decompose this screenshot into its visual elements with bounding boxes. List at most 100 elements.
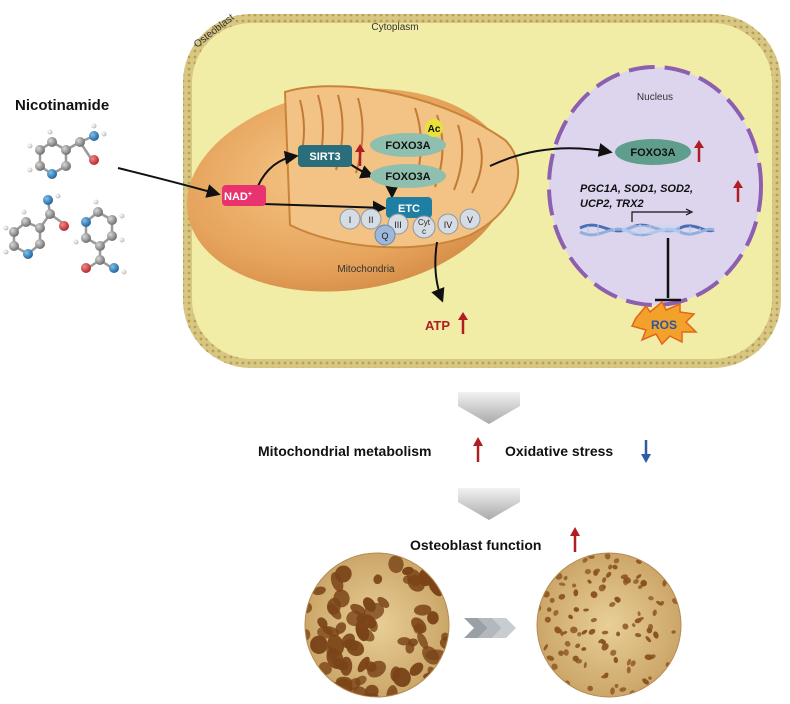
mito-metabolism-up-arrow [473, 437, 483, 462]
complex-q [374, 224, 396, 246]
flow-chevron-2 [458, 488, 520, 520]
bone-pore [352, 686, 369, 697]
bone-pore [563, 649, 569, 656]
ros-burst [630, 300, 698, 346]
foxo3a-nuclear [615, 139, 691, 165]
sirt3-label: SIRT3 [309, 151, 340, 163]
bone-pore [610, 687, 615, 695]
complex-q-label: Q [381, 231, 388, 241]
oxidative-stress-label: Oxidative stress [505, 443, 613, 459]
flow-chevron-1 [458, 392, 520, 424]
bone-pore [645, 636, 652, 643]
cytoplasm-label: Cytoplasm [371, 22, 418, 33]
bone-pore [601, 630, 609, 635]
bone-pore [626, 658, 632, 666]
bone-pore [562, 631, 568, 635]
bone-pore [584, 568, 591, 575]
foxo3a-nucleus-label: FOXO3A [630, 147, 675, 159]
bone-pore [531, 615, 537, 621]
complex-2 [360, 208, 382, 230]
complex-5-label: V [467, 215, 473, 225]
ac-label: Ac [428, 124, 441, 135]
bone-pore [427, 611, 439, 625]
bone-pore [428, 580, 443, 597]
bone-pore [581, 629, 588, 635]
etc-complexes: I II III Q Cyt c IV V [339, 208, 481, 246]
bone-pore [631, 623, 636, 627]
bone-pore [605, 571, 612, 578]
bone-pore [405, 642, 415, 654]
bone-pore [613, 558, 620, 564]
bone-pore [357, 656, 370, 673]
bone-pore [630, 660, 636, 667]
etc-box [386, 197, 432, 218]
bone-pore [568, 614, 574, 620]
bone-dense [531, 552, 689, 698]
bone-pore [397, 637, 411, 646]
nad-label: NAD+ [224, 191, 252, 203]
bone-pore [588, 628, 596, 635]
bone-pore [642, 678, 650, 685]
bone-pore [326, 647, 344, 669]
bone-pore [553, 609, 559, 616]
bone-pore [612, 564, 618, 570]
bone-pore [601, 577, 607, 583]
bone-pore [554, 626, 562, 634]
osteoblast-function-up-arrow [570, 527, 580, 552]
bone-pore [613, 657, 619, 664]
bone-pore [622, 623, 629, 630]
bone-pore [681, 617, 689, 623]
bone-pore [388, 555, 404, 574]
pathway-arrows [117, 143, 613, 303]
mitochondria-label: Mitochondria [337, 264, 395, 275]
bone-pore [409, 662, 424, 676]
dna-helix [579, 208, 715, 237]
bone-pore [317, 617, 328, 629]
bone-pore [619, 687, 627, 692]
complex-1-label: I [349, 215, 352, 225]
bone-pore [590, 618, 597, 623]
bone-pore [544, 616, 551, 623]
bone-pore [558, 582, 566, 586]
bone-pore [573, 607, 580, 612]
bone-porous [304, 552, 450, 698]
bone-pore [411, 617, 427, 634]
bone-pore [310, 635, 328, 654]
bone-pore [577, 632, 582, 637]
nicotinamide-molecule-1 [27, 123, 107, 179]
bone-pore [407, 574, 425, 592]
bone-pore [633, 579, 639, 584]
arrow-nad-to-sirt3 [257, 150, 299, 187]
bone-pore [364, 684, 379, 697]
complex-4 [437, 213, 459, 235]
bone-pore [644, 654, 653, 661]
complex-c-label: c [422, 227, 426, 236]
atp-label: ATP [425, 318, 450, 333]
osteoblast-function-label: Osteoblast function [410, 537, 541, 553]
complex-2-label: II [368, 215, 373, 225]
arrow-to-nucleus-foxo3a [489, 143, 613, 167]
arrow-nicotinamide-to-nad [117, 167, 221, 198]
bone-pore [626, 666, 631, 674]
arrow-etc-to-atp [431, 241, 445, 303]
bone-pore [390, 666, 401, 682]
bone-pore [417, 632, 429, 649]
bone-pore [637, 584, 643, 589]
acetyl-group [425, 119, 443, 137]
nicotinamide-label: Nicotinamide [15, 97, 109, 114]
bone-pore [355, 675, 367, 686]
bone-pore [335, 622, 347, 634]
bone-pore [563, 575, 568, 581]
complex-5 [459, 208, 481, 230]
arrow-nad-to-etc [263, 200, 387, 215]
complex-3-label: III [394, 220, 402, 230]
bone-pore [312, 586, 326, 596]
genes-line-1: PGC1A, SOD1, SOD2, [580, 183, 693, 195]
complex-4-label: IV [444, 220, 453, 230]
sirt3-box [298, 145, 352, 167]
bone-pore [634, 618, 642, 624]
bone-pore [610, 649, 617, 656]
nicotinamide-molecule-2 [3, 193, 69, 259]
complex-cyt-c [412, 215, 436, 239]
bone-pore [549, 597, 555, 603]
